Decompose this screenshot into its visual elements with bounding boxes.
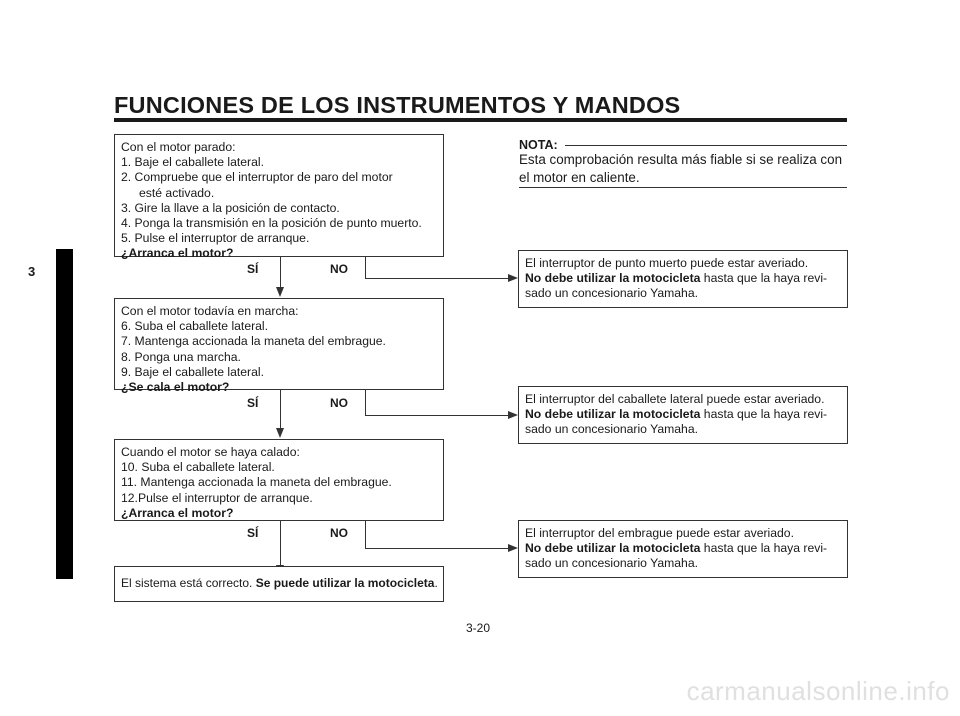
fault1-text: El interruptor de punto muerto puede est… bbox=[525, 256, 809, 270]
step2-line: 7. Mantenga accionada la maneta del embr… bbox=[121, 334, 386, 349]
yes-label: SÍ bbox=[247, 262, 259, 276]
step2-line: Con el motor todavía en marcha: bbox=[121, 304, 299, 318]
step2-question: ¿Se cala el motor? bbox=[121, 380, 230, 395]
fault2-warning: No debe utilizar la motocicleta bbox=[525, 407, 701, 422]
page-title: FUNCIONES DE LOS INSTRUMENTOS Y MANDOS bbox=[114, 92, 681, 118]
fault2-rest: hasta que la haya revi- bbox=[700, 407, 828, 422]
note-rule bbox=[565, 145, 847, 146]
result-end: . bbox=[434, 576, 438, 590]
step3-line: 12.Pulse el interruptor de arranque. bbox=[121, 490, 313, 505]
fault3-rest2: sado un concesionario Yamaha. bbox=[525, 556, 698, 571]
step3-line: Cuando el motor se haya calado: bbox=[121, 445, 300, 459]
fault3-warning: No debe utilizar la motocicleta bbox=[525, 541, 701, 556]
fault2-text: El interruptor del caballete lateral pue… bbox=[525, 392, 825, 406]
connector-line bbox=[365, 390, 366, 415]
section-tab bbox=[56, 249, 73, 579]
step1-line: 1. Baje el caballete lateral. bbox=[121, 155, 264, 170]
step1-line: 5. Pulse el interruptor de arranque. bbox=[121, 231, 310, 246]
result-text: El sistema está correcto. bbox=[121, 576, 256, 590]
connector-line bbox=[365, 415, 509, 416]
no-label: NO bbox=[330, 396, 348, 410]
step1-line: 4. Ponga la transmisión en la posición d… bbox=[121, 216, 422, 231]
arrow-right-icon bbox=[508, 544, 518, 552]
note-text: Esta comprobación resulta más fiable si … bbox=[519, 152, 843, 185]
arrow-down-icon bbox=[276, 428, 284, 438]
step1-box: Con el motor parado: 1. Baje el caballet… bbox=[114, 134, 444, 260]
step2-line: 6. Suba el caballete lateral. bbox=[121, 319, 269, 334]
yes-label: SÍ bbox=[247, 526, 259, 540]
fault1-rest: hasta que la haya revi- bbox=[700, 271, 828, 286]
result-box: El sistema está correcto. Se puede utili… bbox=[114, 566, 444, 602]
no-label: NO bbox=[330, 262, 348, 276]
arrow-down-icon bbox=[276, 287, 284, 297]
step1-line: 3. Gire la llave a la posición de contac… bbox=[121, 200, 340, 215]
connector-line bbox=[365, 278, 509, 279]
connector-line bbox=[280, 390, 281, 429]
arrow-right-icon bbox=[508, 411, 518, 419]
title-rule bbox=[114, 118, 847, 122]
fault1-warning: No debe utilizar la motocicleta bbox=[525, 271, 701, 286]
fault2-box: El interruptor del caballete lateral pue… bbox=[518, 386, 848, 444]
connector-line bbox=[280, 521, 281, 567]
yes-label: SÍ bbox=[247, 396, 259, 410]
connector-line bbox=[365, 548, 509, 549]
fault3-rest: hasta que la haya revi- bbox=[700, 541, 828, 556]
note-label: NOTA: bbox=[519, 138, 558, 152]
step1-line: Con el motor parado: bbox=[121, 140, 236, 154]
connector-line bbox=[365, 521, 366, 548]
fault3-box: El interruptor del embrague puede estar … bbox=[518, 520, 848, 578]
step2-line: 8. Ponga una marcha. bbox=[121, 349, 241, 364]
section-number: 3 bbox=[28, 264, 36, 279]
page-number: 3-20 bbox=[466, 621, 491, 635]
step2-box: Con el motor todavía en marcha: 6. Suba … bbox=[114, 298, 444, 394]
step3-line: 10. Suba el caballete lateral. bbox=[121, 460, 275, 475]
fault3-text: El interruptor del embrague puede estar … bbox=[525, 526, 794, 540]
no-label: NO bbox=[330, 526, 348, 540]
step1-question: ¿Arranca el motor? bbox=[121, 246, 234, 261]
step2-line: 9. Baje el caballete lateral. bbox=[121, 364, 264, 379]
step3-question: ¿Arranca el motor? bbox=[121, 505, 234, 520]
note-end-rule bbox=[519, 187, 847, 188]
step3-box: Cuando el motor se haya calado: 10. Suba… bbox=[114, 439, 444, 521]
step3-line: 11. Mantenga accionada la maneta del emb… bbox=[121, 475, 392, 490]
watermark: carmanualsonline.info bbox=[686, 676, 950, 706]
step1-line: 2. Compruebe que el interruptor de paro … bbox=[121, 170, 393, 185]
fault1-rest2: sado un concesionario Yamaha. bbox=[525, 286, 698, 301]
result-bold: Se puede utilizar la motocicleta bbox=[255, 576, 435, 590]
connector-line bbox=[365, 257, 366, 278]
step1-line: esté activado. bbox=[139, 185, 215, 200]
arrow-right-icon bbox=[508, 274, 518, 282]
fault2-rest2: sado un concesionario Yamaha. bbox=[525, 422, 698, 437]
fault1-box: El interruptor de punto muerto puede est… bbox=[518, 250, 848, 308]
connector-line bbox=[280, 257, 281, 288]
